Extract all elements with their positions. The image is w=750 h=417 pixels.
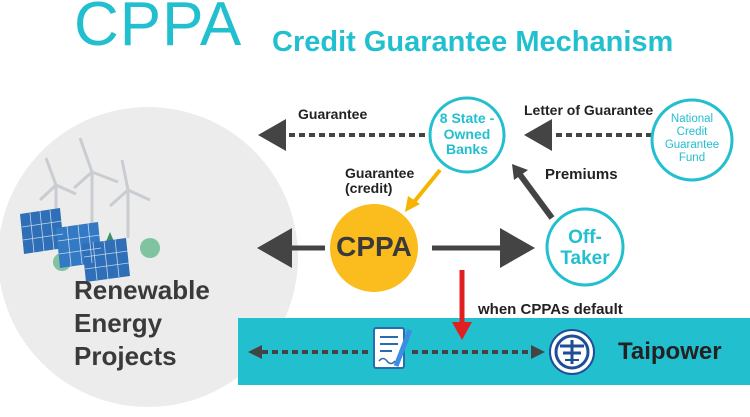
taipower-arrow-left-head xyxy=(248,345,262,359)
guarantee-credit-label: Guarantee (credit) xyxy=(345,165,415,197)
off-taker-label: Off- Taker xyxy=(560,227,610,270)
page-subtitle: Credit Guarantee Mechanism xyxy=(272,26,674,58)
premiums-label: Premiums xyxy=(545,166,618,183)
renewable-illustration xyxy=(20,137,160,282)
premiums-arrowhead xyxy=(512,164,528,180)
premiums-arrow xyxy=(515,170,555,220)
when-default-label: when CPPAs default xyxy=(478,301,623,318)
off-taker-node xyxy=(545,207,625,287)
taipower-arrow-right-head xyxy=(531,345,545,359)
national-fund-node xyxy=(650,98,734,182)
guarantee-credit-arrowhead xyxy=(405,196,420,212)
default-arrowhead xyxy=(452,322,472,340)
page-title: CPPA xyxy=(74,0,243,59)
document-pen-icon xyxy=(373,327,413,369)
taipower-logo-icon xyxy=(549,329,595,375)
guarantee-credit-arrow xyxy=(412,168,442,204)
banks-label: 8 State - Owned Banks xyxy=(439,110,495,158)
guarantee-label: Guarantee xyxy=(298,106,368,122)
cppa-node xyxy=(330,204,418,292)
cppa-label: CPPA xyxy=(336,231,412,262)
national-fund-label: National Credit Guarantee Fund xyxy=(664,113,720,164)
renewable-energy-label: Renewable Energy Projects xyxy=(74,275,210,371)
banks-node xyxy=(428,96,506,174)
letter-of-guarantee-label: Letter of Guarantee xyxy=(524,102,654,118)
wind-turbine-icon xyxy=(38,137,151,238)
solar-panel-icon xyxy=(20,208,130,282)
taipower-label: Taipower xyxy=(618,338,722,365)
